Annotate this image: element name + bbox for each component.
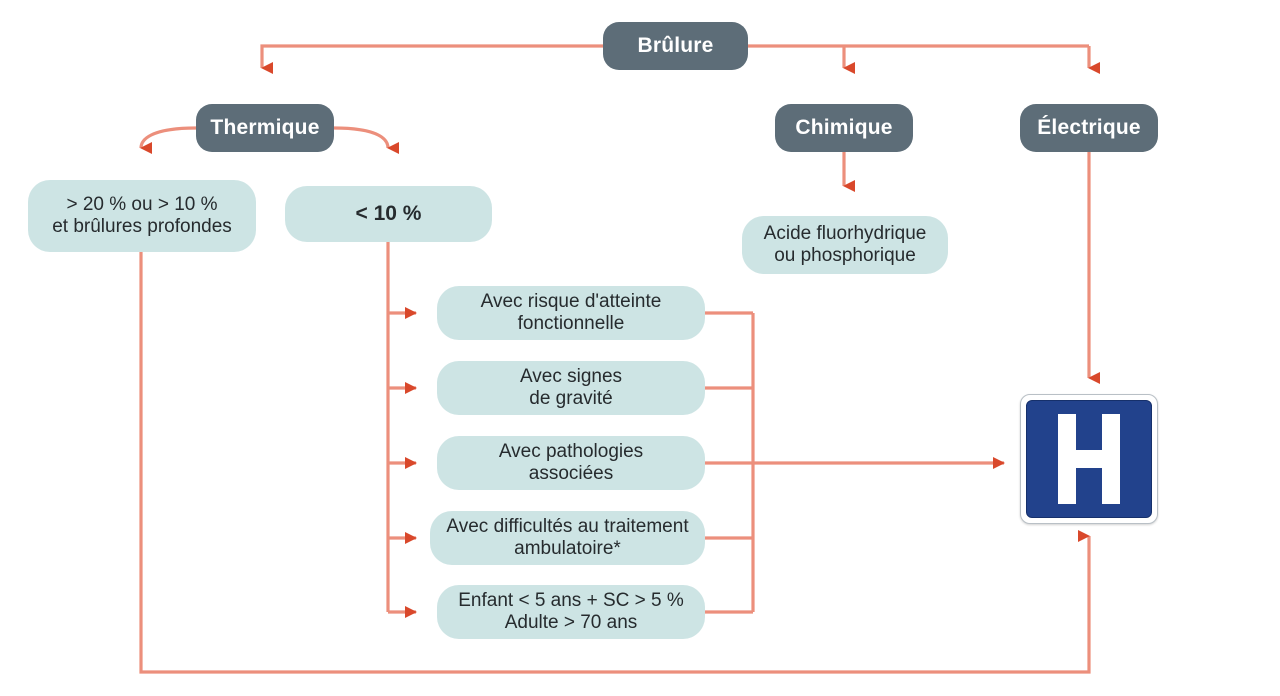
node-criterion-4-line2: ambulatoire* — [514, 538, 621, 559]
node-grande-surface-line2: et brûlures profondes — [52, 216, 232, 237]
node-criterion-5[interactable]: Enfant < 5 ans + SC > 5 % Adulte > 70 an… — [437, 585, 705, 639]
node-thermique-label: Thermique — [210, 115, 320, 139]
node-criterion-4-line1: Avec difficultés au traitement — [446, 515, 689, 537]
node-criterion-3-line1: Avec pathologies — [498, 440, 644, 462]
node-criterion-1[interactable]: Avec risque d'atteinte fonctionnelle — [437, 286, 705, 340]
node-acide-line2: ou phosphorique — [774, 245, 916, 266]
node-petite-surface-label: < 10 % — [355, 201, 422, 225]
node-criterion-3[interactable]: Avec pathologies associées — [437, 436, 705, 490]
node-acide[interactable]: Acide fluorhydrique ou phosphorique — [742, 216, 948, 274]
node-criterion-2[interactable]: Avec signes de gravité — [437, 361, 705, 415]
node-grande-surface-line1: > 20 % ou > 10 % — [66, 193, 218, 215]
node-petite-surface[interactable]: < 10 % — [285, 186, 492, 242]
edge-thermique-to-grande-surface — [139, 126, 197, 155]
node-grande-surface[interactable]: > 20 % ou > 10 % et brûlures profondes — [28, 180, 256, 252]
node-thermique[interactable]: Thermique — [196, 104, 334, 152]
edge-root-to-thermique — [260, 44, 603, 74]
node-criterion-5-line2: Adulte > 70 ans — [504, 612, 638, 633]
node-criterion-1-line2: fonctionnelle — [517, 313, 625, 334]
node-criterion-4[interactable]: Avec difficultés au traitement ambulatoi… — [430, 511, 705, 565]
node-brulure-label: Brûlure — [637, 33, 714, 57]
hospital-sign-panel — [1026, 400, 1152, 518]
node-criterion-3-line2: associées — [528, 463, 614, 484]
node-chimique[interactable]: Chimique — [775, 104, 913, 152]
node-electrique[interactable]: Électrique — [1020, 104, 1158, 152]
node-criterion-2-line1: Avec signes — [519, 365, 623, 387]
node-chimique-label: Chimique — [795, 115, 893, 139]
hospital-h-glyph-icon — [1058, 414, 1120, 504]
hospital-sign[interactable] — [1020, 394, 1158, 524]
node-brulure[interactable]: Brûlure — [603, 22, 748, 70]
node-criterion-5-line1: Enfant < 5 ans + SC > 5 % — [458, 589, 684, 611]
edge-thermique-to-petite-surface — [333, 126, 400, 154]
node-acide-line1: Acide fluorhydrique — [763, 222, 927, 244]
node-electrique-label: Électrique — [1037, 115, 1141, 139]
node-criterion-1-line1: Avec risque d'atteinte — [480, 290, 662, 312]
node-criterion-2-line2: de gravité — [529, 388, 613, 409]
